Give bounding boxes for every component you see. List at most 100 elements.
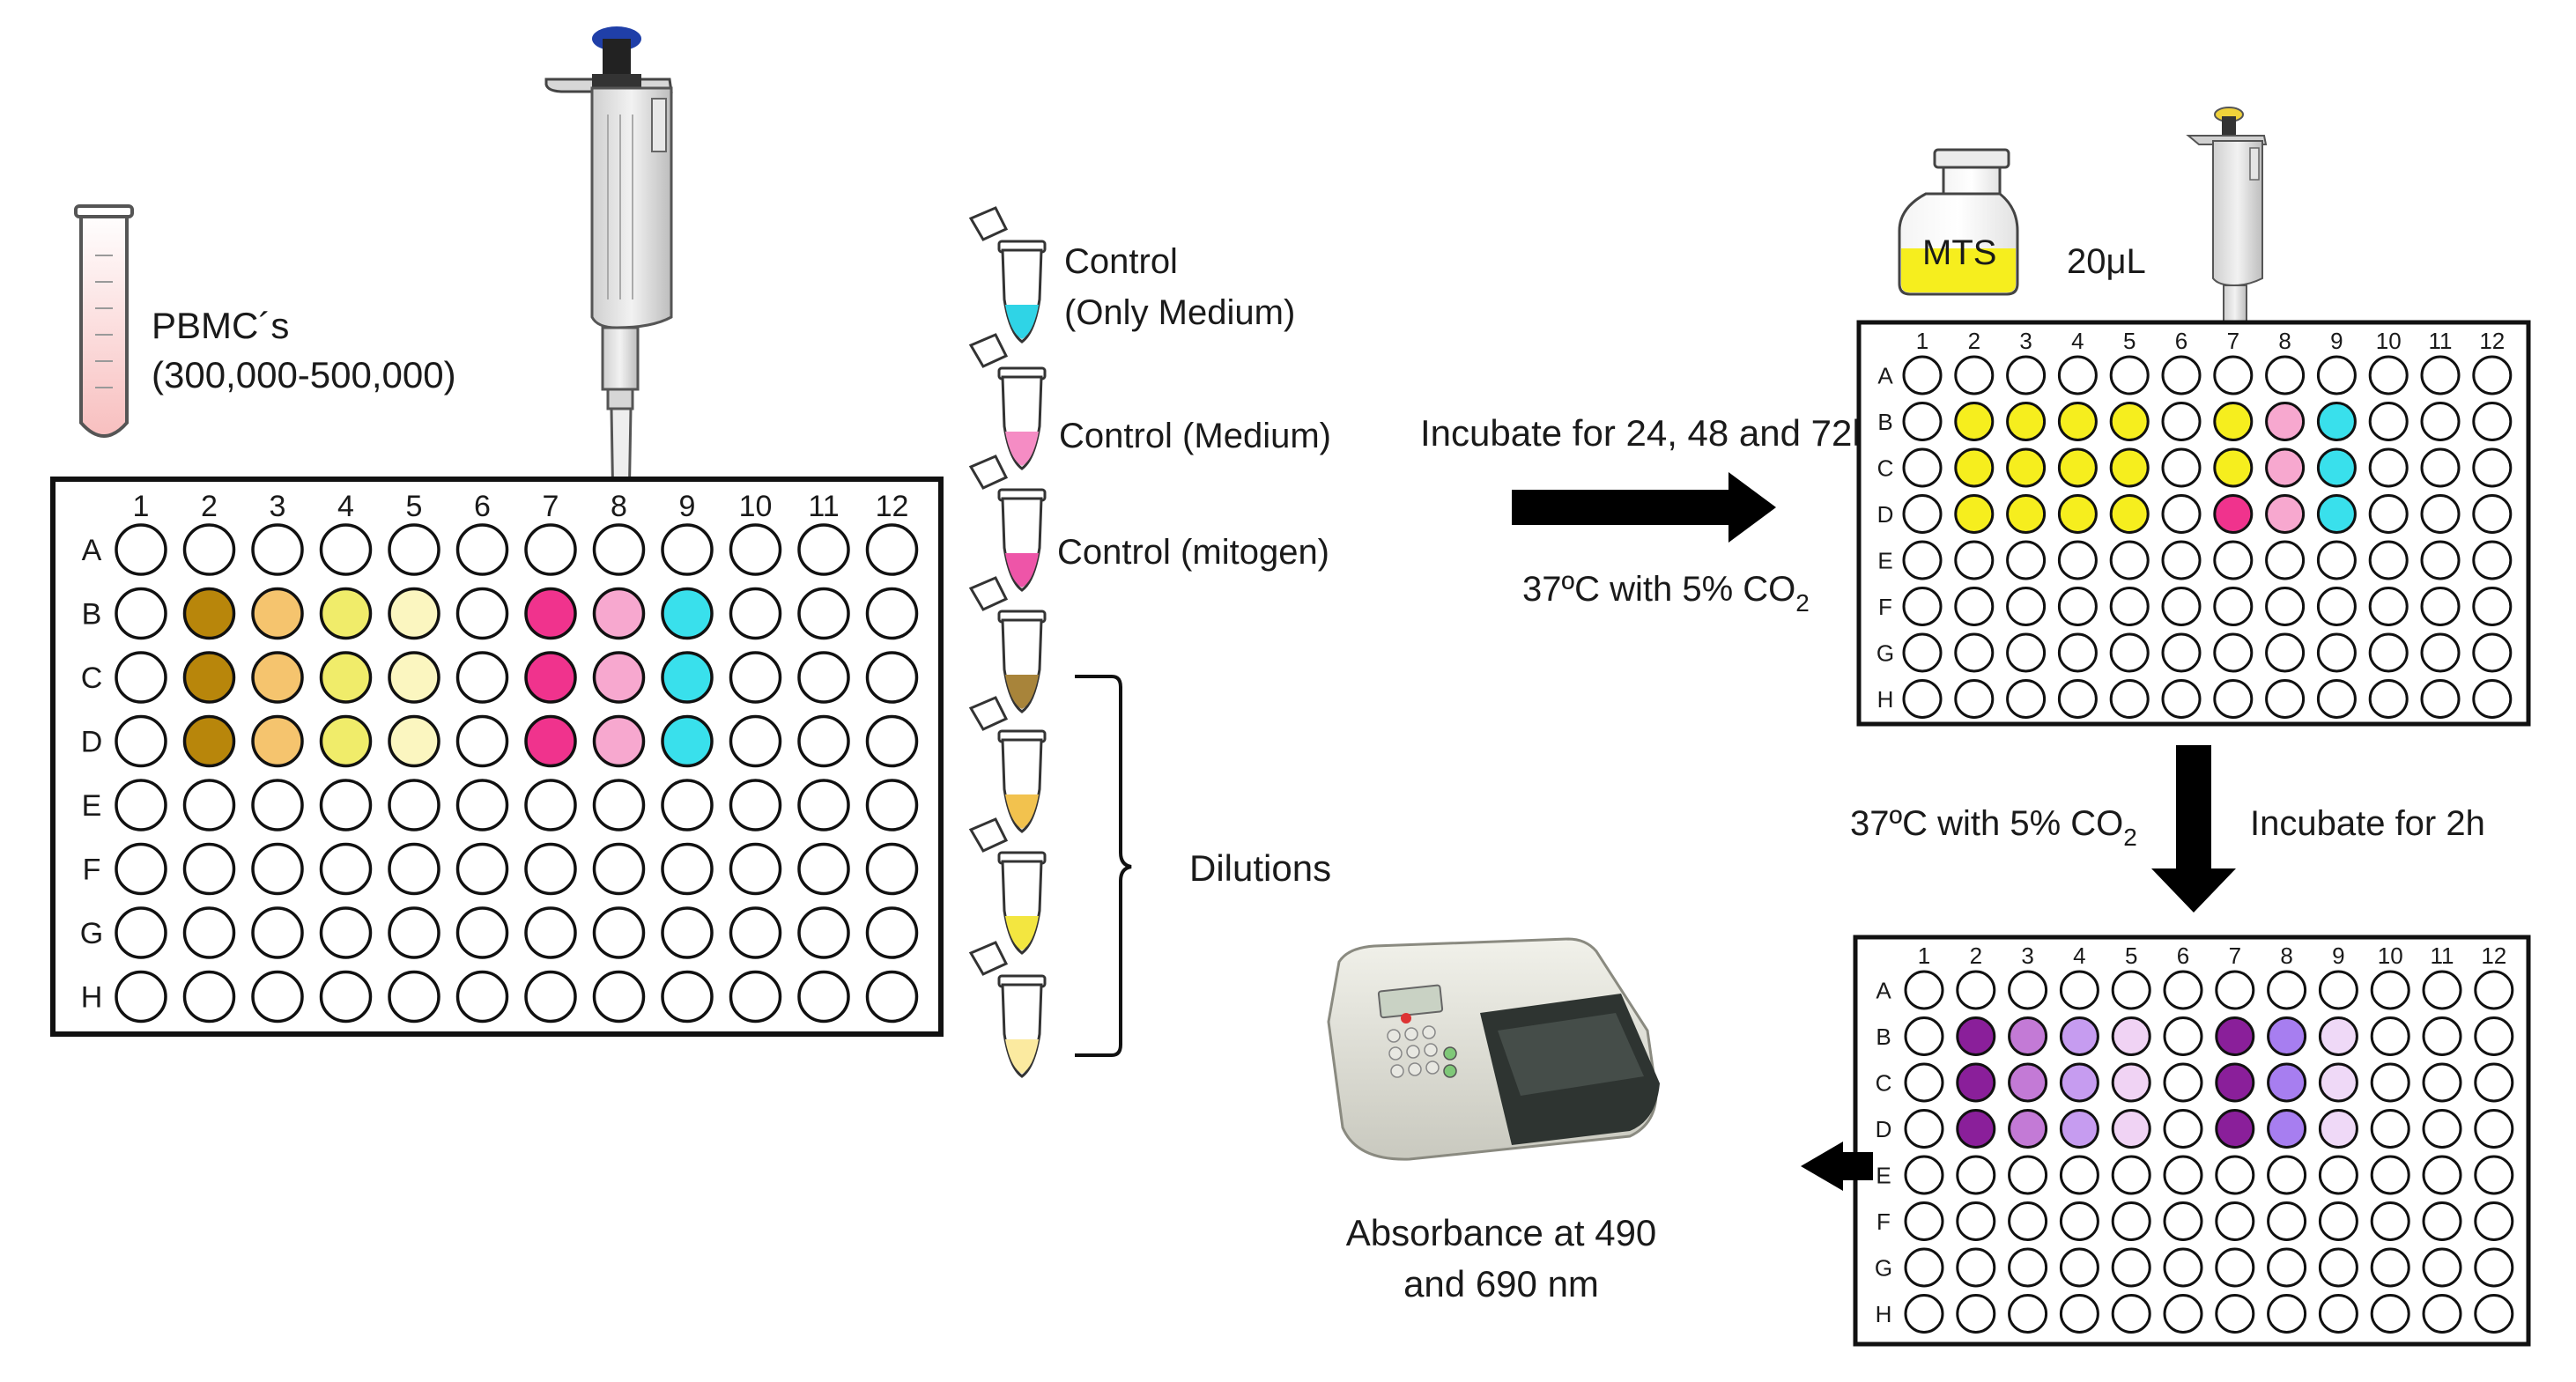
mts-well: [1954, 355, 1995, 395]
result-well: [2422, 1247, 2462, 1288]
mts-well: [1902, 402, 1943, 441]
result-well: [2370, 1294, 2410, 1334]
mts-well: [2316, 632, 2357, 673]
mts-well: [2109, 494, 2150, 534]
mts-well: [2368, 679, 2409, 719]
result-well: [2318, 1155, 2358, 1195]
result-col-label: 7: [2229, 942, 2241, 969]
control-medium-tube: [968, 333, 1047, 470]
main-well: [319, 523, 373, 576]
result-well: [2215, 1155, 2255, 1195]
result-well: [2163, 1016, 2203, 1056]
result-well: [2059, 1247, 2099, 1288]
main-well: [592, 651, 646, 704]
result-well: [2474, 1016, 2514, 1056]
mts-well: [2472, 632, 2513, 673]
main-col-label: 2: [201, 490, 218, 523]
result-col-label: 4: [2073, 942, 2085, 969]
mts-well: [2213, 402, 2254, 441]
result-well: [2370, 1247, 2410, 1288]
mts-label: MTS: [1922, 233, 1996, 272]
mts-col-label: 5: [2123, 328, 2136, 354]
main-row-label: A: [82, 534, 102, 567]
mts-row-label: D: [1877, 501, 1894, 528]
mts-row-label: E: [1877, 547, 1892, 573]
mts-well: [1954, 447, 1995, 488]
main-well: [797, 779, 850, 831]
mts-well: [2006, 679, 2047, 719]
main-col-label: 1: [133, 490, 150, 523]
control-mitogen-label: Control (mitogen): [1057, 533, 1329, 572]
mts-well: [2057, 355, 2098, 395]
main-well: [729, 523, 782, 576]
result-well: [2474, 1062, 2514, 1103]
result-col-label: 3: [2021, 942, 2033, 969]
main-well: [865, 587, 919, 640]
pbmc-count-label: (300,000-500,000): [152, 354, 456, 395]
main-well: [661, 651, 714, 704]
main-well: [115, 842, 167, 896]
main-well: [661, 970, 714, 1024]
result-well: [2008, 970, 2048, 1010]
result-well: [2267, 1062, 2307, 1103]
control-mitogen-tube: [968, 455, 1047, 592]
main-well: [319, 970, 373, 1024]
mts-well: [2213, 494, 2254, 534]
result-well: [2111, 1247, 2151, 1288]
main-well: [319, 714, 373, 768]
result-well: [2215, 1294, 2255, 1334]
main-row-label: E: [82, 789, 102, 823]
result-well: [2267, 1155, 2307, 1195]
mts-well: [2161, 447, 2202, 488]
result-well: [2267, 1294, 2307, 1334]
mts-well: [2420, 447, 2461, 488]
control-medium-label: Control (Medium): [1059, 417, 1331, 455]
result-col-label: 8: [2280, 942, 2292, 969]
mts-well: [2006, 632, 2047, 673]
mts-well: [2057, 494, 2098, 534]
mts-well: [2420, 679, 2461, 719]
mts-well: [2109, 679, 2150, 719]
mts-row-label: G: [1876, 639, 1894, 666]
main-col-label: 10: [739, 490, 773, 523]
incubate-short-label: Incubate for 2h: [2250, 804, 2485, 843]
main-well: [251, 970, 304, 1024]
mts-well: [2420, 355, 2461, 395]
main-well: [524, 779, 577, 831]
main-well: [797, 587, 850, 640]
mts-well: [2006, 355, 2047, 395]
mts-well: [2213, 540, 2254, 580]
result-well: [1956, 1294, 1996, 1334]
main-well: [251, 906, 304, 959]
main-well: [388, 651, 440, 704]
dilution-tube-3: [968, 817, 1047, 955]
main-well: [319, 842, 373, 896]
result-well: [1904, 1109, 1944, 1149]
main-well: [115, 906, 167, 959]
main-row-label: H: [81, 981, 103, 1015]
result-well: [2370, 1109, 2410, 1149]
mts-well: [2057, 587, 2098, 626]
mts-col-label: 12: [2479, 328, 2505, 354]
result-well: [2059, 1294, 2099, 1334]
main-well: [524, 906, 577, 959]
result-well: [1956, 970, 1996, 1010]
pipette-large: [544, 26, 673, 589]
mts-well: [2109, 540, 2150, 580]
main-well: [592, 842, 646, 896]
control-only-label-2: (Only Medium): [1064, 293, 1295, 332]
absorbance-label-1: Absorbance at 490: [1346, 1212, 1657, 1253]
main-well: [661, 779, 714, 831]
mts-well: [2265, 632, 2306, 673]
main-well: [455, 651, 509, 704]
result-well: [2474, 1201, 2514, 1241]
main-col-label: 6: [474, 490, 491, 523]
result-well: [2267, 1109, 2307, 1149]
main-well: [455, 970, 509, 1024]
result-well: [2008, 1062, 2048, 1103]
mts-well: [2109, 355, 2150, 395]
main-well: [455, 779, 509, 831]
result-well: [1956, 1247, 1996, 1288]
result-well: [2163, 970, 2203, 1010]
